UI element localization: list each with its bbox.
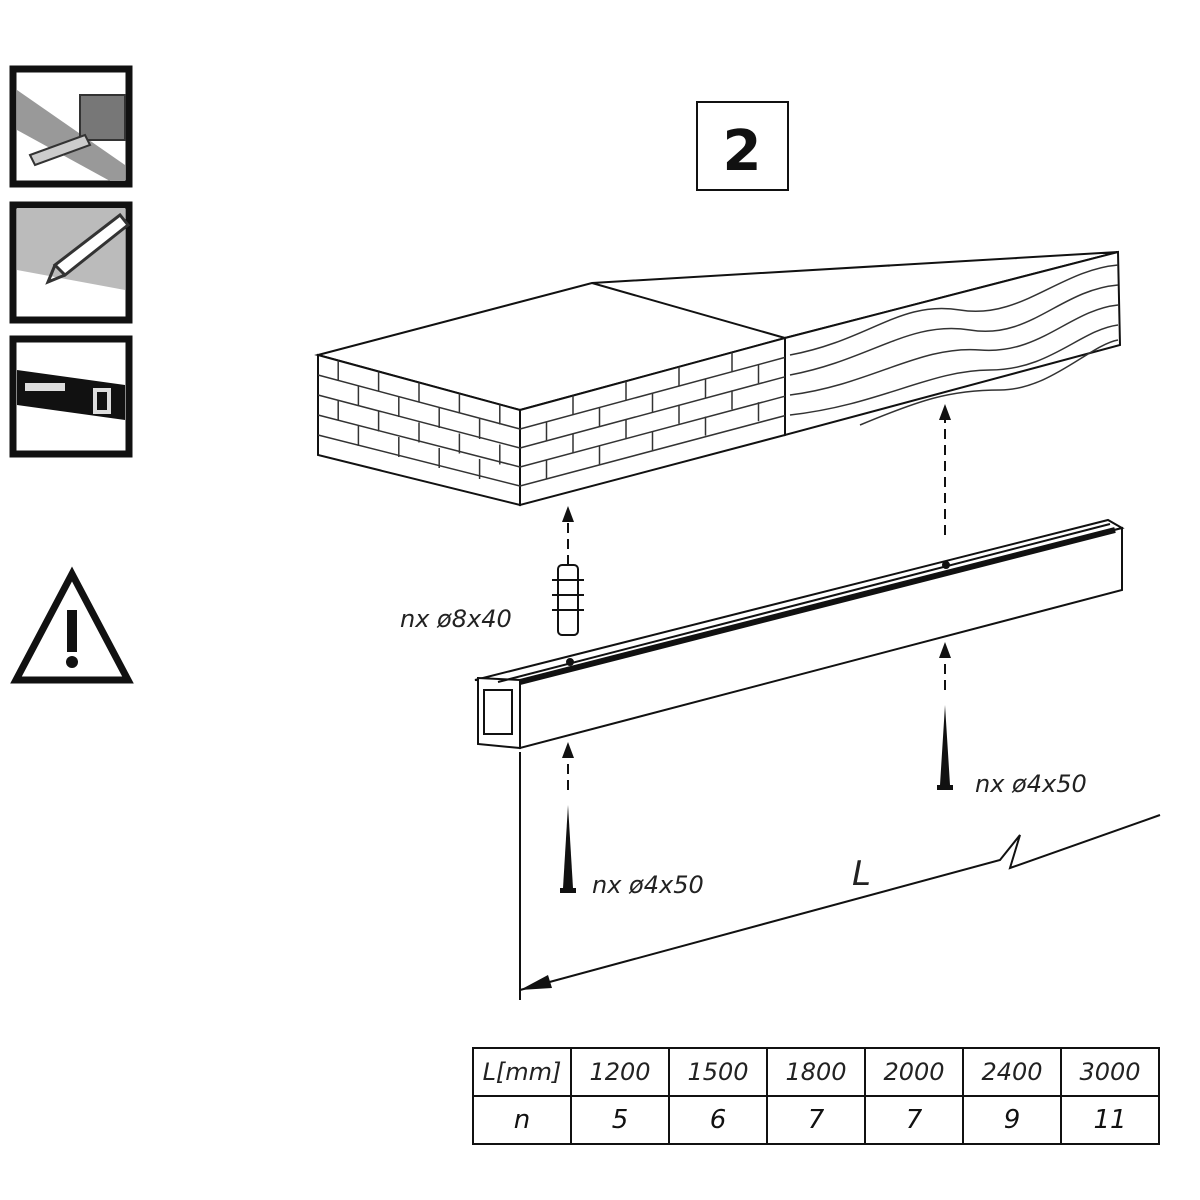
arrow-head-icon (562, 506, 574, 522)
arrow-head-icon (562, 742, 574, 758)
length-dimension (519, 752, 1161, 1000)
wood-front (784, 250, 1122, 437)
pencil-mark-icon (9, 201, 133, 324)
table-cell: 2000 (864, 1047, 964, 1097)
table-cell: 9 (962, 1095, 1062, 1145)
rail-profile (474, 518, 1125, 750)
brick-joint (519, 414, 786, 487)
warning-icon (10, 566, 134, 684)
table-row: L[mm] 1200 1500 1800 2000 2400 3000 (472, 1047, 1160, 1097)
row-header: L[mm] (472, 1047, 572, 1097)
screw-right-label: nx ø4x50 (975, 770, 1087, 798)
row-header: n (472, 1095, 572, 1145)
screw-left-label: nx ø4x50 (592, 871, 704, 899)
wood-grain (789, 264, 1119, 426)
arrow-head-icon (939, 404, 951, 420)
dimension-arrow-icon (520, 975, 552, 990)
wall-plug-icon (552, 564, 584, 636)
table-row: n 5 6 7 7 9 11 (472, 1095, 1160, 1145)
table-cell: 7 (766, 1095, 866, 1145)
table-cell: 11 (1060, 1095, 1160, 1145)
table-cell: 3000 (1060, 1047, 1160, 1097)
dowel-label: nx ø8x40 (400, 605, 512, 633)
brick-joint (519, 376, 786, 449)
table-cell: 1800 (766, 1047, 866, 1097)
screw-icon (937, 705, 953, 790)
table-cell: 5 (570, 1095, 670, 1145)
length-label: L (852, 854, 871, 894)
brick-joint (317, 434, 521, 487)
measuring-tape-icon (9, 65, 133, 188)
arrow-head-icon (939, 642, 951, 658)
table-cell: 1200 (570, 1047, 670, 1097)
level-icon (9, 335, 133, 458)
wall-blocks (314, 250, 1122, 507)
table-cell: 2400 (962, 1047, 1062, 1097)
table-cell: 6 (668, 1095, 768, 1145)
screw-icon (560, 805, 576, 893)
brick-pattern (317, 352, 786, 487)
step-number: 2 (723, 119, 762, 184)
length-count-table: L[mm] 1200 1500 1800 2000 2400 3000 n 5 … (472, 1047, 1160, 1145)
step-box (696, 101, 789, 191)
brick-joint (317, 394, 521, 449)
table-cell: 1500 (668, 1047, 768, 1097)
table-cell: 7 (864, 1095, 964, 1145)
